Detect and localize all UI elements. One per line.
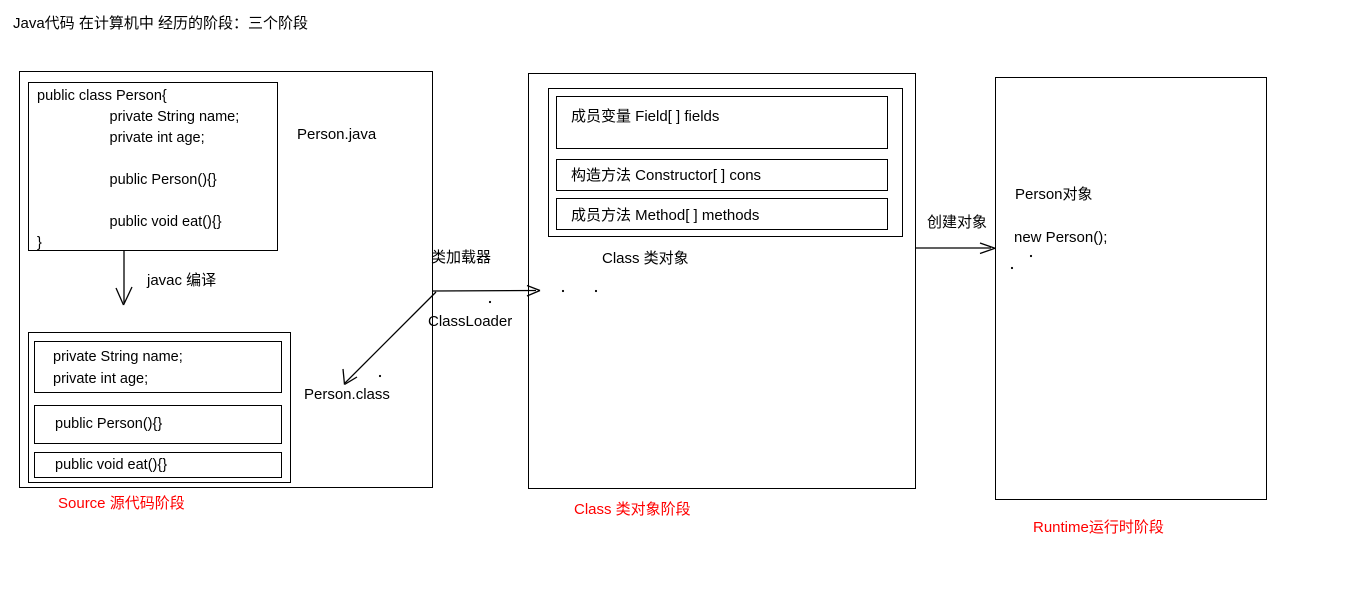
class-object-label: Class 类对象 xyxy=(602,250,689,267)
constructor-member-text: 构造方法 Constructor[ ] cons xyxy=(571,167,762,184)
javac-compile-label: javac 编译 xyxy=(147,272,217,289)
field-member-text: 成员变量 Field[ ] fields xyxy=(571,108,720,125)
method-member-text: 成员方法 Method[ ] methods xyxy=(571,207,760,224)
diagram-title: Java代码 在计算机中 经历的阶段：三个阶段 xyxy=(13,15,309,32)
person-class-label: Person.class xyxy=(304,386,390,403)
compiled-method-box: public void eat(){} xyxy=(34,452,282,478)
class-stage-label: Class 类对象阶段 xyxy=(574,501,691,518)
compiled-constructor-text: public Person(){} xyxy=(55,416,163,432)
person-java-code-box: public class Person{ private String name… xyxy=(28,82,278,251)
person-object-label: Person对象 xyxy=(1015,186,1093,203)
new-person-code: new Person(); xyxy=(1014,229,1108,246)
method-member-box: 成员方法 Method[ ] methods xyxy=(556,198,888,230)
constructor-member-box: 构造方法 Constructor[ ] cons xyxy=(556,159,888,191)
compiled-fields-text: private String name; private int age; xyxy=(53,349,183,387)
stray-mark-dot xyxy=(488,300,492,304)
create-object-arrow xyxy=(916,242,996,255)
source-stage-label: Source 源代码阶段 xyxy=(58,495,185,512)
runtime-stage-box xyxy=(995,77,1267,500)
compiled-method-text: public void eat(){} xyxy=(55,457,168,473)
compiled-constructor-box: public Person(){} xyxy=(34,405,282,444)
compiled-fields-box: private String name; private int age; xyxy=(34,341,282,393)
classloader-arrow xyxy=(432,284,541,297)
runtime-stage-label: Runtime运行时阶段 xyxy=(1033,519,1164,536)
person-java-label: Person.java xyxy=(297,126,377,143)
create-object-label: 创建对象 xyxy=(927,214,988,231)
classloader-label-en: ClassLoader xyxy=(428,313,513,330)
classloader-label-cn: 类加载器 xyxy=(431,249,492,266)
person-java-code: public class Person{ private String name… xyxy=(37,88,240,251)
field-member-box: 成员变量 Field[ ] fields xyxy=(556,96,888,149)
